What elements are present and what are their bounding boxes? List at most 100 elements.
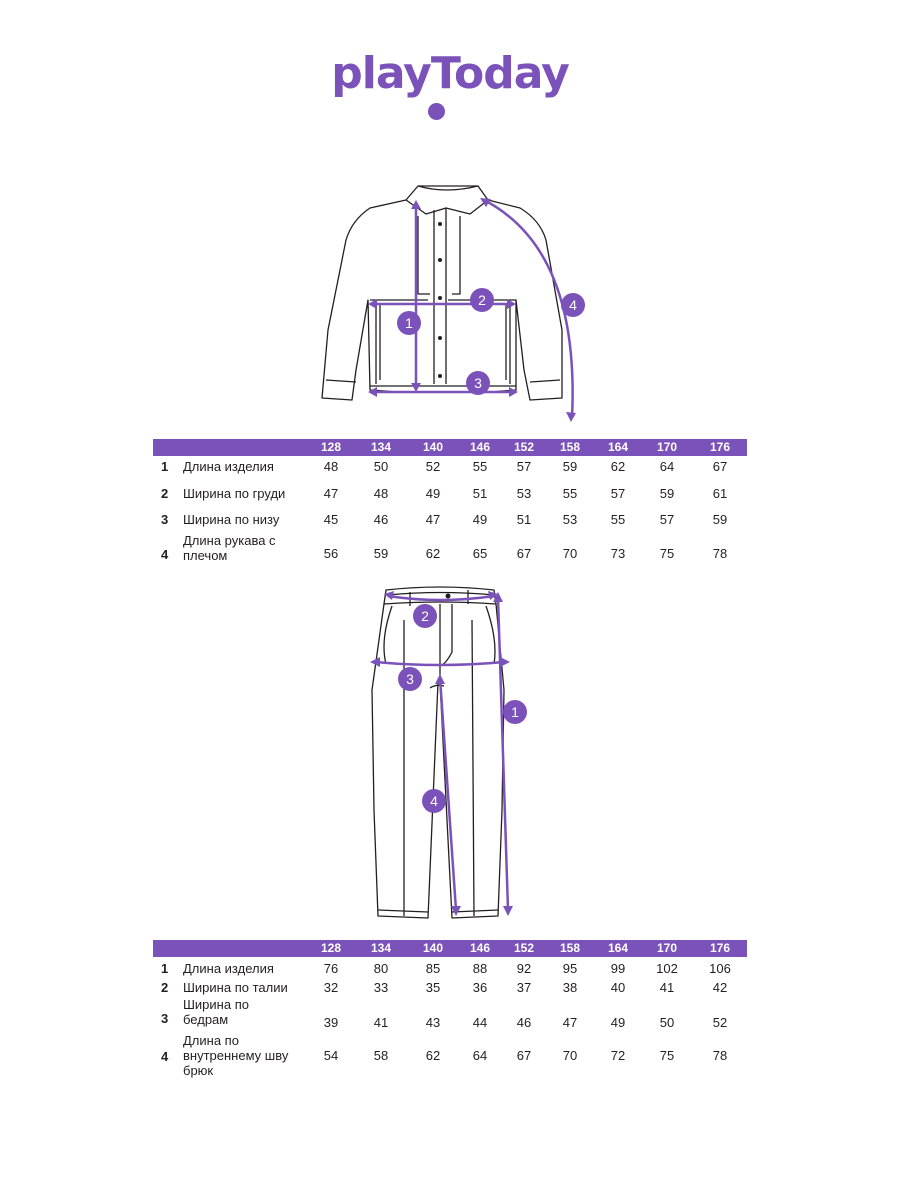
size-header: 170 bbox=[656, 941, 678, 955]
cell-value: 70 bbox=[562, 546, 578, 561]
cell-value: 46 bbox=[373, 512, 389, 527]
cell-value: 99 bbox=[610, 961, 626, 976]
cell-value: 76 bbox=[323, 961, 339, 976]
row-label: Длина рукава с плечом bbox=[183, 533, 276, 563]
row-label: Длина изделия bbox=[183, 961, 274, 976]
cell-value: 67 bbox=[516, 1048, 532, 1063]
cell-value: 50 bbox=[659, 1015, 675, 1030]
jacket-sketch: 1 2 3 4 bbox=[321, 185, 585, 422]
size-header: 140 bbox=[422, 440, 444, 454]
trousers-sketch: 1 2 3 4 bbox=[370, 586, 527, 919]
brand-logo-dot bbox=[428, 103, 445, 120]
row-number: 4 bbox=[161, 547, 169, 562]
size-header: 158 bbox=[559, 941, 581, 955]
cell-value: 88 bbox=[472, 961, 488, 976]
cell-value: 55 bbox=[610, 512, 626, 527]
size-header: 128 bbox=[320, 941, 342, 955]
cell-value: 67 bbox=[516, 546, 532, 561]
cell-value: 53 bbox=[562, 512, 578, 527]
cell-value: 36 bbox=[472, 980, 488, 995]
row-label: Ширина по груди bbox=[183, 486, 286, 501]
row-number: 2 bbox=[161, 980, 169, 995]
cell-value: 52 bbox=[712, 1015, 728, 1030]
row-number: 3 bbox=[161, 512, 169, 527]
size-header: 164 bbox=[607, 941, 629, 955]
cell-value: 47 bbox=[562, 1015, 578, 1030]
cell-value: 48 bbox=[323, 459, 339, 474]
cell-value: 49 bbox=[425, 486, 441, 501]
cell-value: 51 bbox=[472, 486, 488, 501]
trousers-table-header: 128 134 140 146 152 158 164 170 176 bbox=[153, 940, 747, 957]
cell-value: 49 bbox=[610, 1015, 626, 1030]
cell-value: 55 bbox=[472, 459, 488, 474]
cell-value: 64 bbox=[472, 1048, 488, 1063]
cell-value: 33 bbox=[373, 980, 389, 995]
jacket-marker-2: 2 bbox=[478, 292, 486, 308]
cell-value: 49 bbox=[472, 512, 488, 527]
cell-value: 45 bbox=[323, 512, 339, 527]
cell-value: 57 bbox=[610, 486, 626, 501]
cell-value: 62 bbox=[425, 1048, 441, 1063]
cell-value: 35 bbox=[425, 980, 441, 995]
row-label: Длина изделия bbox=[183, 459, 274, 474]
cell-value: 42 bbox=[712, 980, 728, 995]
cell-value: 40 bbox=[610, 980, 626, 995]
cell-value: 32 bbox=[323, 980, 339, 995]
row-label: Ширина по низу bbox=[183, 512, 280, 527]
cell-value: 72 bbox=[610, 1048, 626, 1063]
cell-value: 39 bbox=[323, 1015, 339, 1030]
cell-value: 44 bbox=[472, 1015, 488, 1030]
cell-value: 47 bbox=[425, 512, 441, 527]
size-header: 146 bbox=[469, 440, 491, 454]
cell-value: 65 bbox=[472, 546, 488, 561]
cell-value: 59 bbox=[712, 512, 728, 527]
cell-value: 61 bbox=[712, 486, 728, 501]
cell-value: 57 bbox=[659, 512, 675, 527]
row-label: Ширина по бедрам bbox=[183, 997, 249, 1027]
cell-value: 57 bbox=[516, 459, 532, 474]
cell-value: 46 bbox=[516, 1015, 532, 1030]
cell-value: 48 bbox=[373, 486, 389, 501]
cell-value: 70 bbox=[562, 1048, 578, 1063]
cell-value: 64 bbox=[659, 459, 675, 474]
size-header: 134 bbox=[370, 440, 392, 454]
size-header: 128 bbox=[320, 440, 342, 454]
trousers-marker-3: 3 bbox=[406, 671, 414, 687]
cell-value: 38 bbox=[562, 980, 578, 995]
cell-value: 59 bbox=[659, 486, 675, 501]
cell-value: 58 bbox=[373, 1048, 389, 1063]
row-number: 1 bbox=[161, 459, 169, 474]
size-header: 140 bbox=[422, 941, 444, 955]
trousers-marker-4: 4 bbox=[430, 793, 438, 809]
cell-value: 59 bbox=[562, 459, 578, 474]
row-number: 1 bbox=[161, 961, 169, 976]
cell-value: 62 bbox=[425, 546, 441, 561]
cell-value: 78 bbox=[712, 1048, 728, 1063]
jacket-table-header: 128 134 140 146 152 158 164 170 176 bbox=[153, 439, 747, 456]
size-header: 146 bbox=[469, 941, 491, 955]
jacket-marker-3: 3 bbox=[474, 375, 482, 391]
brand-logo: playToday bbox=[0, 48, 900, 99]
row-label: Ширина по талии bbox=[183, 980, 288, 995]
cell-value: 80 bbox=[373, 961, 389, 976]
cell-value: 55 bbox=[562, 486, 578, 501]
size-header: 152 bbox=[513, 440, 535, 454]
cell-value: 73 bbox=[610, 546, 626, 561]
trousers-marker-2: 2 bbox=[421, 608, 429, 624]
cell-value: 75 bbox=[659, 546, 675, 561]
jacket-marker-1: 1 bbox=[405, 315, 413, 331]
cell-value: 47 bbox=[323, 486, 339, 501]
brand-logo-text: playToday bbox=[331, 48, 570, 99]
size-header: 164 bbox=[607, 440, 629, 454]
cell-value: 56 bbox=[323, 546, 339, 561]
cell-value: 102 bbox=[656, 961, 678, 976]
cell-value: 95 bbox=[562, 961, 578, 976]
cell-value: 52 bbox=[425, 459, 441, 474]
cell-value: 75 bbox=[659, 1048, 675, 1063]
jacket-size-table: 128 134 140 146 152 158 164 170 176 1 Дл… bbox=[153, 439, 747, 579]
cell-value: 67 bbox=[712, 459, 728, 474]
cell-value: 106 bbox=[709, 961, 731, 976]
cell-value: 54 bbox=[323, 1048, 339, 1063]
row-number: 3 bbox=[161, 1011, 169, 1026]
cell-value: 53 bbox=[516, 486, 532, 501]
